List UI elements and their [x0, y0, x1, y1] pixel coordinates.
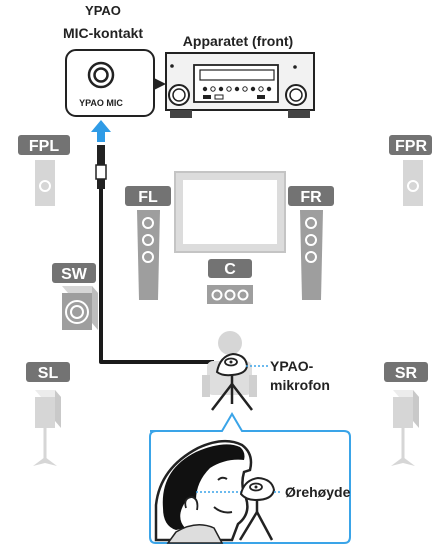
ypao-jack-label-line1: YPAO — [85, 3, 121, 18]
speaker-sl: SL — [26, 362, 70, 466]
callout-microphone — [238, 476, 276, 541]
speaker-sw: SW — [52, 263, 98, 330]
microphone-cable — [95, 145, 214, 364]
speaker-c: C — [207, 259, 253, 304]
speaker-fpr-label: FPR — [395, 138, 427, 155]
speaker-fl: FL — [125, 186, 171, 300]
ypao-microphone — [211, 352, 253, 411]
speaker-sr: SR — [384, 362, 428, 466]
person-head-illustration — [154, 439, 253, 544]
speaker-fpl-label: FPL — [29, 138, 59, 155]
speaker-fl-label: FL — [138, 189, 158, 206]
ypao-jack-label-line2: MIC-kontakt — [63, 25, 143, 41]
microphone-label-line2: mikrofon — [270, 377, 330, 393]
ypao-mic-panel-text: YPAO MIC — [79, 98, 123, 108]
microphone-label-line1: YPAO- — [270, 358, 314, 374]
speaker-fpr: FPR — [389, 135, 432, 206]
unit-front-label: Apparatet (front) — [183, 33, 293, 49]
speaker-fpl: FPL — [18, 135, 70, 206]
speaker-sw-label: SW — [61, 266, 88, 283]
speaker-fr: FR — [288, 186, 334, 300]
tv-screen — [174, 171, 286, 253]
speaker-fr-label: FR — [300, 189, 322, 206]
ear-height-callout: Ørehøyde — [149, 412, 351, 544]
speaker-sl-label: SL — [38, 365, 59, 382]
connect-arrow — [91, 120, 111, 142]
speaker-sr-label: SR — [395, 365, 418, 382]
ypao-mic-jack-panel: YPAO MIC — [65, 49, 155, 117]
ear-height-label: Ørehøyde — [285, 484, 351, 500]
av-receiver-front — [165, 52, 315, 118]
speaker-c-label: C — [224, 261, 236, 278]
